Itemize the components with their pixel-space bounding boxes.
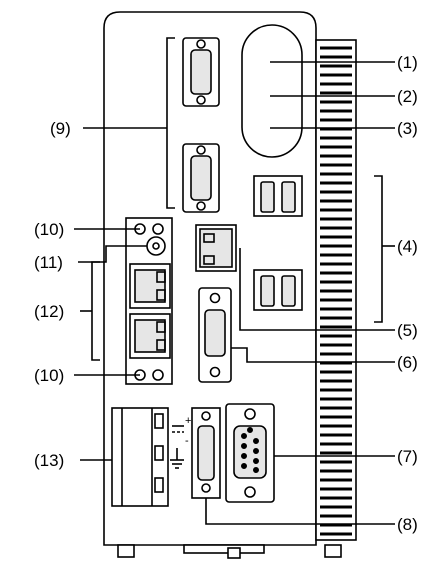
callout-1: (1) bbox=[397, 53, 418, 72]
reset-button bbox=[146, 236, 166, 256]
serial-connector-upper bbox=[182, 37, 220, 107]
reset-button-inner bbox=[152, 242, 160, 250]
callout-8: (8) bbox=[397, 515, 418, 534]
callout-9: (9) bbox=[50, 119, 71, 138]
callout-12: (12) bbox=[34, 302, 64, 321]
callout-2: (2) bbox=[397, 87, 418, 106]
dc-symbol-icon bbox=[172, 425, 184, 433]
foot-screw bbox=[227, 547, 241, 559]
led-top-right bbox=[152, 223, 164, 235]
foot-left bbox=[117, 544, 135, 558]
power-terminal-block bbox=[111, 407, 169, 507]
callout-10-bottom: (10) bbox=[34, 366, 64, 385]
bracket-12 bbox=[91, 261, 100, 361]
foot-right bbox=[324, 544, 342, 558]
dsub-connector-vertical bbox=[191, 407, 221, 499]
ground-symbol-icon bbox=[170, 448, 184, 469]
leader-11 bbox=[78, 245, 147, 263]
ethernet-port-upper bbox=[129, 263, 171, 309]
ethernet-port-lower bbox=[129, 313, 171, 359]
status-indicator-window bbox=[241, 24, 303, 158]
db9-connector bbox=[225, 403, 275, 503]
callout-11: (11) bbox=[34, 253, 63, 272]
callout-13: (13) bbox=[34, 451, 64, 470]
power-plus-sign: + bbox=[185, 415, 191, 427]
leader-6 bbox=[231, 347, 395, 363]
callout-5: (5) bbox=[397, 321, 418, 340]
usb-ports-upper bbox=[253, 175, 303, 217]
callout-4: (4) bbox=[397, 237, 418, 256]
callout-10-top: (10) bbox=[34, 220, 64, 239]
serial-connector-middle bbox=[198, 287, 232, 383]
foot-center bbox=[183, 544, 265, 554]
callout-7: (7) bbox=[397, 447, 418, 466]
callout-3: (3) bbox=[397, 119, 418, 138]
callout-6: (6) bbox=[397, 353, 418, 372]
bracket-4 bbox=[374, 175, 383, 323]
bracket-9 bbox=[166, 37, 175, 209]
ethernet-port-single bbox=[195, 224, 237, 272]
usb-ports-lower bbox=[253, 269, 303, 311]
leader-8 bbox=[205, 498, 395, 525]
serial-connector-lower bbox=[182, 143, 220, 213]
heat-sink-fins bbox=[320, 46, 352, 536]
leader-5 bbox=[239, 248, 395, 331]
power-minus-sign: - bbox=[185, 435, 189, 447]
led-bottom-right bbox=[152, 369, 164, 381]
